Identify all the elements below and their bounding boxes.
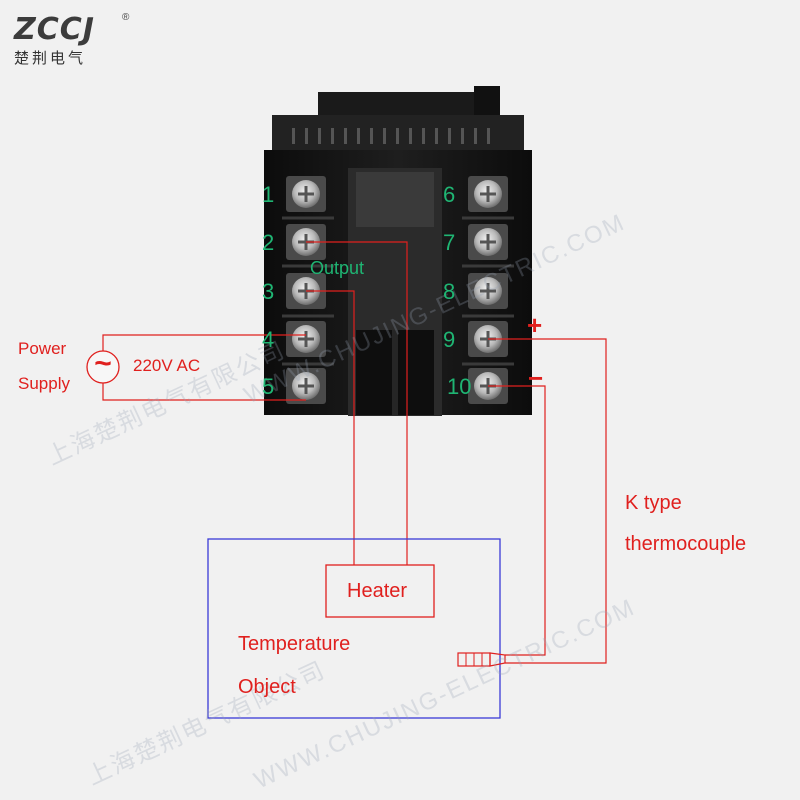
terminal-number-8: 8 [443, 279, 456, 304]
screw-terminal-icon [286, 321, 326, 357]
object-label: Object [238, 676, 296, 698]
terminal-number-7: 7 [443, 230, 456, 255]
terminal-number-1: 1 [262, 182, 275, 207]
screw-terminal-icon [468, 176, 508, 212]
heater-box [325, 564, 435, 618]
terminal-number-10: 10 [447, 374, 472, 399]
thermocouple-probe-icon [457, 652, 506, 667]
terminal-number-2: 2 [262, 230, 275, 255]
brand-name: ZCCJ [14, 12, 95, 47]
wire-output-pin3 [306, 290, 355, 565]
voltage-label: 220V AC [133, 356, 201, 375]
thermocouple-label: thermocouple [625, 533, 747, 555]
terminal-number-6: 6 [443, 182, 456, 207]
brand-logo: ZCCJ ® 楚荆电气 [14, 12, 129, 68]
terminal-number-5: 5 [262, 374, 275, 399]
terminal-number-3: 3 [262, 279, 275, 304]
output-label: Output [310, 258, 365, 278]
heater-label: Heater [347, 580, 408, 602]
wire-power-pin4 [102, 334, 306, 353]
wire-thermocouple-minus [488, 385, 546, 656]
screw-terminal-icon [468, 224, 508, 260]
registered-mark: ® [122, 12, 130, 23]
temperature-object-box [207, 538, 501, 719]
terminal-number-9: 9 [443, 327, 456, 352]
ac-symbol: ~ [94, 347, 112, 380]
terminal-number-4: 4 [262, 327, 275, 352]
screw-terminal-icon [286, 176, 326, 212]
wire-output-pin2 [306, 241, 408, 565]
wires [102, 241, 607, 664]
k-type-label: K type [625, 492, 682, 514]
supply-label: Supply [18, 374, 70, 393]
screw-terminal-icon [286, 368, 326, 404]
ac-source-icon [86, 350, 120, 384]
power-label: Power [18, 339, 67, 358]
temperature-label: Temperature [238, 633, 351, 655]
plus-sign: + [527, 310, 543, 340]
wire-power-pin5 [102, 381, 306, 401]
brand-subtitle: 楚荆电气 [14, 49, 87, 67]
minus-sign: − [528, 363, 544, 393]
screw-terminal-icon [468, 273, 508, 309]
wire-thermocouple-plus [488, 338, 607, 664]
